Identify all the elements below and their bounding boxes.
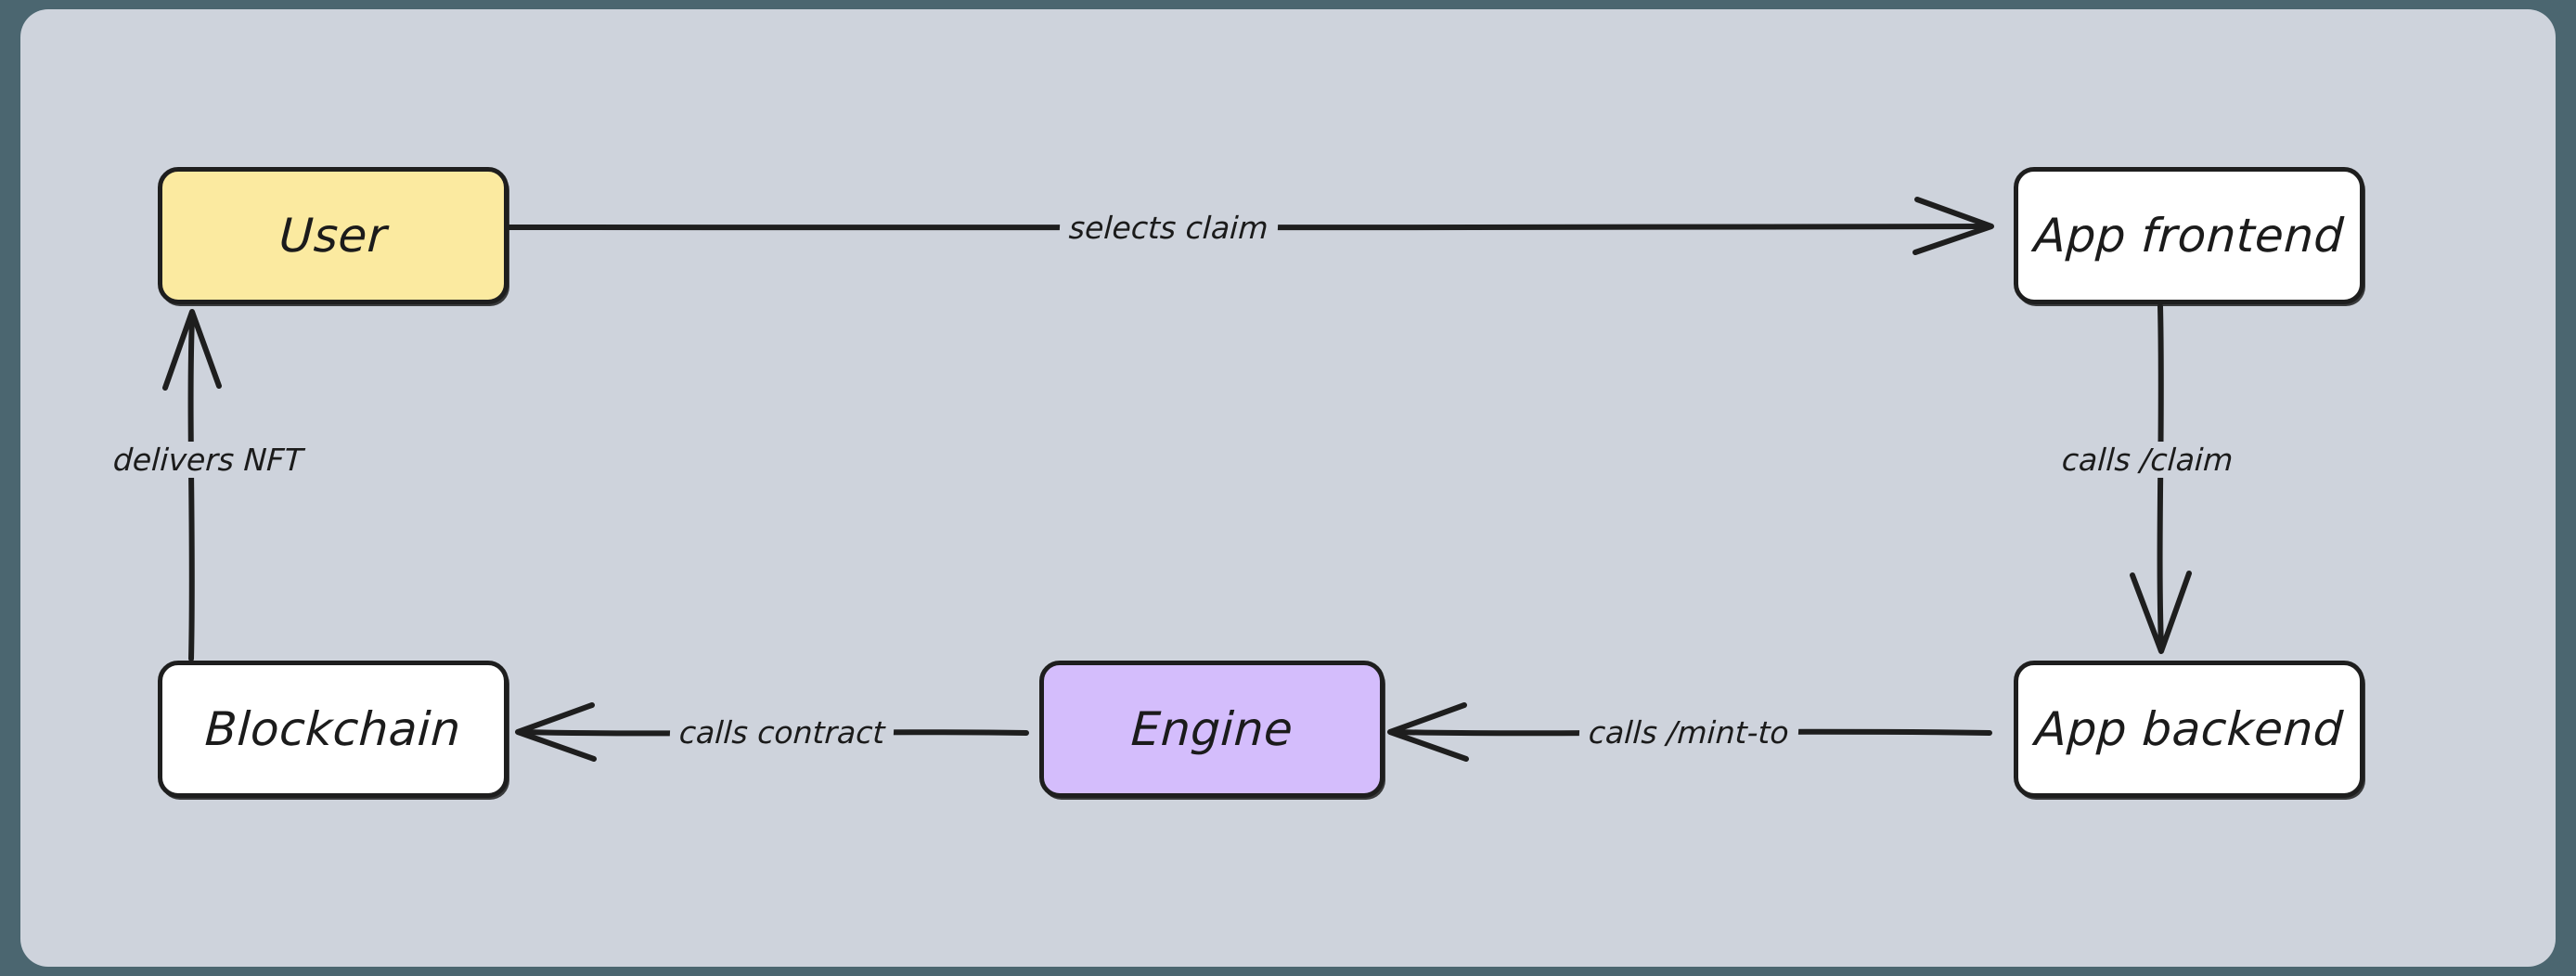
node-blockchain-label: Blockchain xyxy=(203,702,463,756)
node-app-backend[interactable]: App backend xyxy=(2014,661,2364,798)
edge-label-calls-contract: calls contract xyxy=(668,714,895,751)
edge-blockchain-user xyxy=(162,309,222,661)
node-app-frontend-label: App frontend xyxy=(2032,209,2346,263)
node-app-backend-label: App backend xyxy=(2033,702,2345,756)
diagram-canvas: User App frontend Blockchain Engine App … xyxy=(20,9,2556,967)
edge-layer xyxy=(162,197,2192,762)
node-engine-label: Engine xyxy=(1129,702,1294,756)
node-user[interactable]: User xyxy=(158,167,509,304)
edge-frontend-backend xyxy=(2130,303,2192,654)
edge-label-calls-mint-to: calls /mint-to xyxy=(1578,714,1799,751)
edge-label-selects-claim: selects claim xyxy=(1058,210,1279,246)
edge-label-delivers-nft: delivers NFT xyxy=(102,442,314,478)
edge-label-calls-claim: calls /claim xyxy=(2051,442,2244,478)
node-user-label: User xyxy=(277,209,389,263)
node-app-frontend[interactable]: App frontend xyxy=(2014,167,2364,304)
node-engine[interactable]: Engine xyxy=(1039,661,1385,798)
node-blockchain[interactable]: Blockchain xyxy=(158,661,509,798)
